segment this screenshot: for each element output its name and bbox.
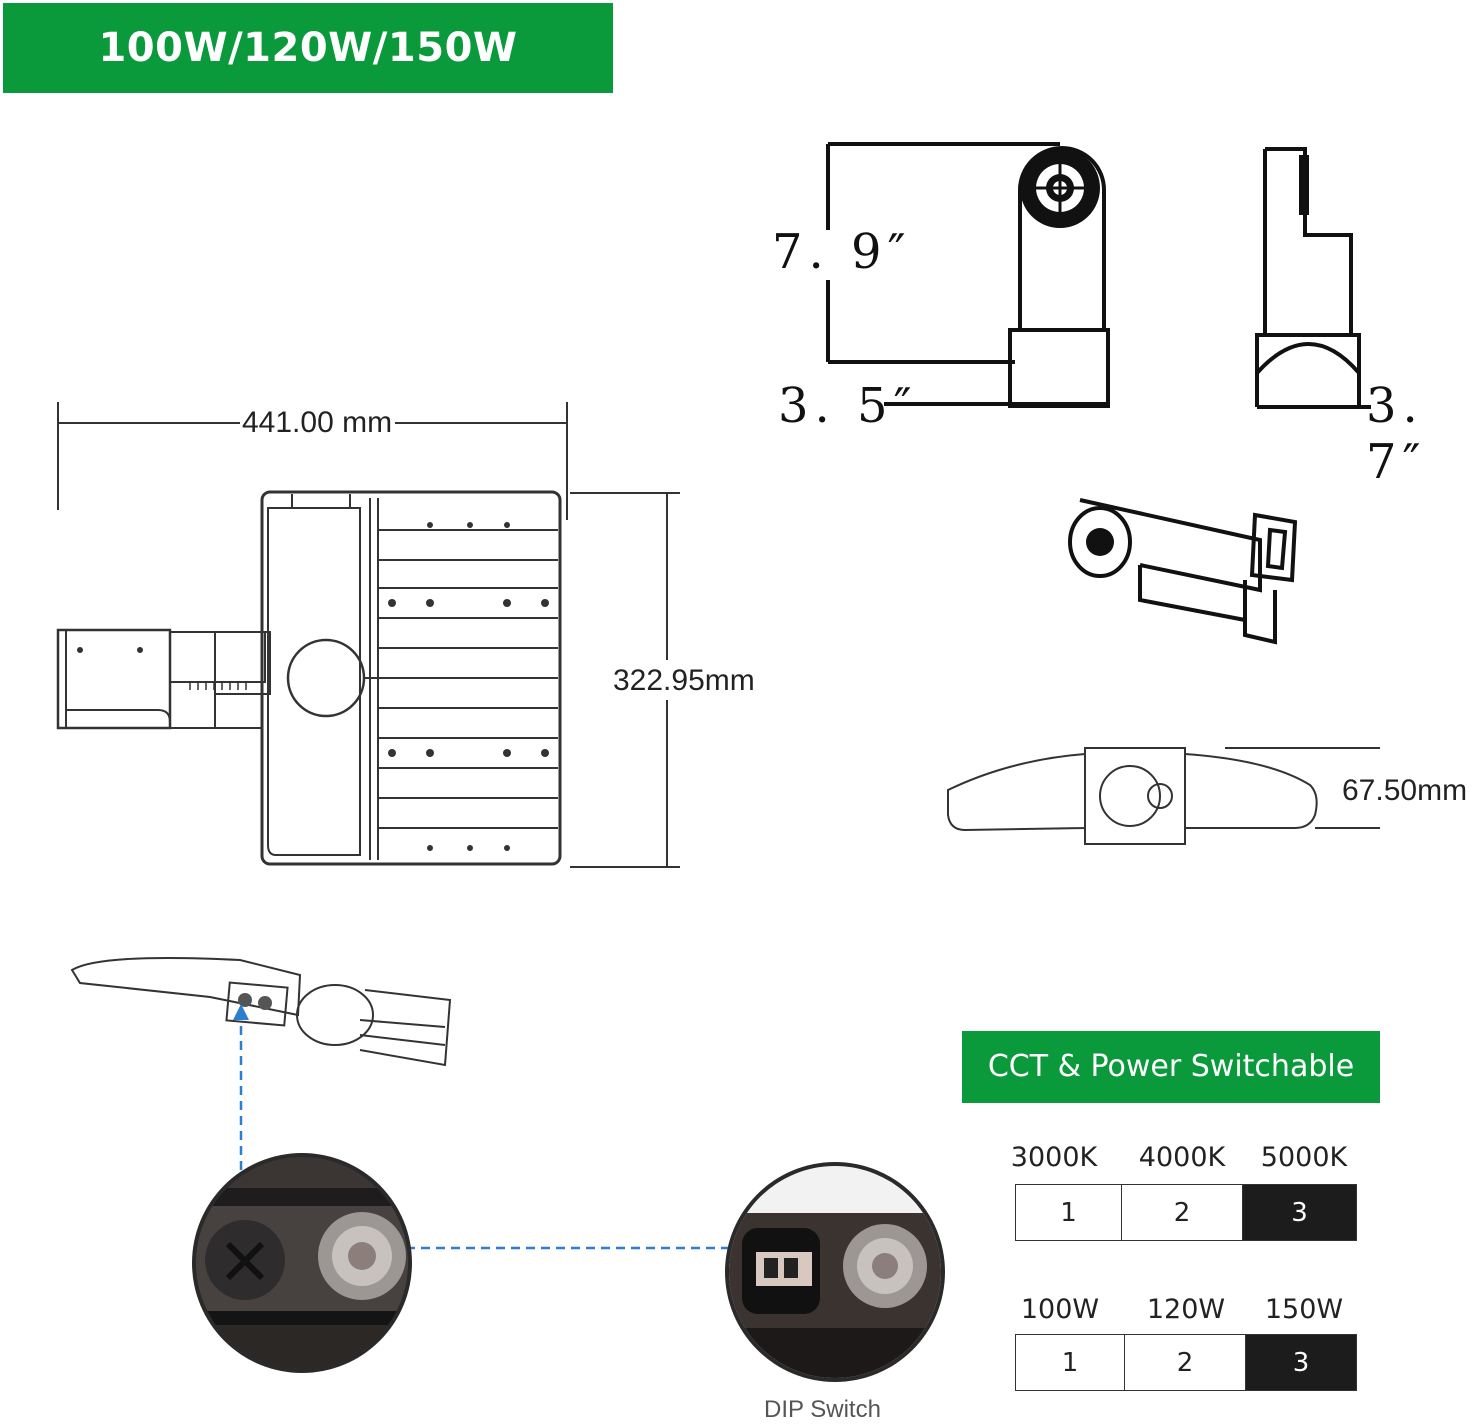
power-switch-table: 1 2 3 (1014, 1334, 1358, 1391)
power-header-120w: 120W (1146, 1294, 1226, 1325)
side-profile-drawing (947, 747, 1380, 845)
bracket-depth-label: 3. 5″ (778, 378, 918, 434)
switch-panel-title-text: CCT & Power Switchable (987, 1049, 1355, 1084)
height-dimension-label: 67.50mm (1342, 774, 1468, 807)
power-position-1: 1 (1014, 1334, 1126, 1391)
cct-header-4000k: 4000K (1138, 1142, 1226, 1173)
dip-switch-closeup-circle (725, 1162, 945, 1382)
page-title: 100W/120W/150W Dimension (98, 25, 518, 161)
cct-position-2: 2 (1121, 1184, 1243, 1241)
bracket-isometric-view (1068, 498, 1298, 645)
angled-fixture-view (70, 956, 452, 1067)
cct-position-3-selected: 3 (1242, 1184, 1357, 1241)
power-position-2: 2 (1124, 1334, 1246, 1391)
screw-closeup-circle (192, 1153, 412, 1373)
top-view-drawing (56, 402, 680, 868)
power-switch-row: 1 2 3 (1014, 1334, 1358, 1391)
bracket-height-label: 7. 9″ (772, 224, 912, 280)
bracket-front-view (826, 142, 1110, 408)
power-header-100w: 100W (1020, 1294, 1100, 1325)
switch-panel-title: CCT & Power Switchable (962, 1031, 1380, 1103)
cct-header-3000k: 3000K (1010, 1142, 1098, 1173)
length-dimension-label: 322.95mm (613, 664, 755, 697)
cct-header-5000k: 5000K (1260, 1142, 1348, 1173)
power-header-150w: 150W (1264, 1294, 1344, 1325)
bracket-width-label: 3. 7″ (1366, 378, 1427, 490)
dip-switch-caption: DIP Switch (764, 1396, 881, 1423)
cct-switch-row: 1 2 3 (1014, 1184, 1357, 1241)
cct-position-1: 1 (1014, 1184, 1123, 1241)
title-banner: 100W/120W/150W Dimension (3, 3, 613, 161)
width-dimension-label: 441.00 mm (242, 406, 393, 439)
cct-switch-table: 1 2 3 (1014, 1184, 1357, 1241)
power-position-3-selected: 3 (1244, 1334, 1358, 1391)
bracket-side-view (1255, 147, 1371, 409)
